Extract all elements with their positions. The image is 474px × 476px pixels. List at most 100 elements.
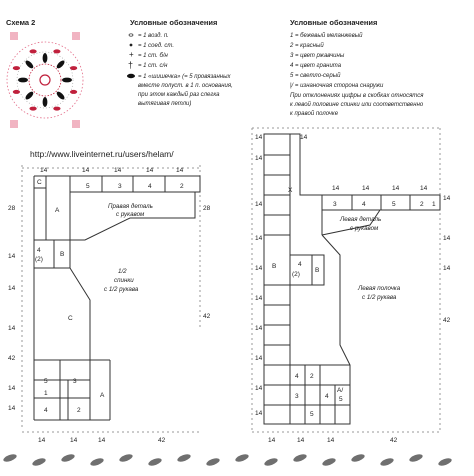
legend-left-item: вытягивая петли) (138, 101, 191, 107)
left-top-num: 14 (82, 167, 90, 174)
left-side-num: 14 (8, 385, 16, 392)
motif-petal (25, 91, 34, 100)
left-bottom-cell: A (100, 392, 105, 399)
right-bottom-cell: 4 (295, 373, 299, 380)
right-center-label: с 1/2 рукава (362, 294, 397, 301)
left-side-num: 14 (8, 325, 16, 332)
legend-right: Условные обозначения 1 = бежевый меланже… (289, 18, 424, 117)
right-side-num: 14 (255, 201, 263, 208)
motif-center (39, 74, 51, 86)
right-bottom-num: 14 (297, 437, 305, 444)
left-cell-4-paren: (2) (35, 256, 43, 263)
right-side-num: 14 (255, 295, 263, 302)
left-right-num: 28 (203, 205, 211, 212)
left-cell-c-mid: C (68, 315, 73, 322)
footprint-mark (409, 454, 423, 462)
legend-left-item: вместе полуст. в 1 п. основания, (138, 83, 233, 89)
source-url: http://www.liveinternet.ru/users/helam/ (30, 149, 174, 159)
motif-petal (25, 60, 34, 69)
legend-right-item: к правой полочке (290, 110, 339, 117)
right-sleeve-cell: 4 (362, 201, 366, 208)
right-bottom-cell: 5 (339, 396, 343, 403)
right-cell-4: 4 (298, 261, 302, 268)
left-center-label: 1/2 (118, 268, 127, 275)
right-cell-b: B (272, 263, 276, 270)
right-right-num: 14 (443, 235, 451, 242)
motif-outer-petal (70, 66, 78, 71)
left-top-num: 14 (40, 167, 48, 174)
legend-left-item: при этом каждый раз слегка (138, 91, 220, 98)
footprint-mark (264, 458, 278, 466)
footprint-mark (90, 458, 104, 466)
left-bottom-cell: 5 (44, 378, 48, 385)
right-side-num: 14 (255, 155, 263, 162)
motif-outer-petal (12, 89, 20, 94)
legend-left-item: = 1 возд. п. (138, 33, 169, 39)
right-cell-b2: B (315, 267, 319, 274)
motif-outer-petal (53, 49, 61, 54)
footprint-mark (3, 454, 17, 462)
right-sleeve-cell: 2 (420, 201, 424, 208)
left-bottom-num: 42 (158, 437, 166, 444)
right-sleeve-label: Левая деталь (339, 216, 381, 223)
right-top-num: 14 (392, 185, 400, 192)
left-top-num: 14 (146, 167, 154, 174)
right-bottom-cell: 5 (310, 411, 314, 418)
left-bottom-cell: 2 (77, 407, 81, 414)
motif-outer-petal (53, 106, 61, 111)
motif-outer-petal (29, 49, 37, 54)
left-right-num: 42 (203, 313, 211, 320)
legend-right-item: 3 = цвет ржавчины (290, 53, 345, 59)
left-sleeve-cell: 3 (118, 183, 122, 190)
slip-stitch-icon (129, 43, 133, 47)
left-top-num: 14 (114, 167, 122, 174)
right-top-num: 14 (362, 185, 370, 192)
right-bottom-cell: A/ (337, 387, 343, 394)
left-cell-a: A (55, 207, 60, 214)
footprint-mark (322, 458, 336, 466)
right-side-num: 14 (255, 325, 263, 332)
right-bottom-cell: 2 (310, 373, 314, 380)
right-right-num: 42 (443, 317, 451, 324)
right-sleeve-cell: 1 (432, 201, 436, 208)
left-diagram-labels: 5 3 4 2 Правая деталь с рукавом C A 4 (2… (8, 167, 211, 444)
left-center-label: спинки (114, 277, 134, 284)
right-side-num: 14 (255, 385, 263, 392)
motif-outer-petal (29, 106, 37, 111)
footprint-mark (235, 454, 249, 462)
left-bottom-num: 14 (38, 437, 46, 444)
left-cell-4: 4 (37, 247, 41, 254)
footprint-mark (206, 458, 220, 466)
right-sleeve-label: с рукавом (350, 225, 379, 232)
footprint-mark (119, 454, 133, 462)
sc-symbol-icon: + (129, 50, 134, 59)
legend-right-title: Условные обозначения (290, 18, 377, 27)
footprint-mark (32, 458, 46, 466)
left-sleeve-cell: 4 (148, 183, 152, 190)
left-bottom-cell: 3 (73, 378, 77, 385)
motif-petal (56, 60, 65, 69)
footprint-mark (351, 454, 365, 462)
right-bottom-num: 14 (268, 437, 276, 444)
left-side-num: 28 (8, 205, 16, 212)
legend-right-item: 2 = красный (289, 42, 324, 49)
right-bottom-cell: 3 (295, 393, 299, 400)
footprint-mark (380, 458, 394, 466)
dc-symbol-icon: † (128, 60, 133, 70)
motif-petal (56, 91, 65, 100)
footprint-mark (438, 458, 452, 466)
footprint-mark (148, 458, 162, 466)
motif-outer-petal (70, 89, 78, 94)
right-side-num: 14 (255, 410, 263, 417)
decorative-footprints (3, 454, 452, 466)
motif-outer-petal (12, 66, 20, 71)
left-cell-b: B (60, 251, 64, 258)
legend-right-item: При отклонениях цифры в скобках относятс… (290, 93, 424, 99)
left-bottom-cell: 4 (44, 407, 48, 414)
scheme-title: Схема 2 (6, 18, 35, 27)
footprint-mark (293, 454, 307, 462)
right-top-num: 14 (332, 185, 340, 192)
left-top-num: 14 (176, 167, 184, 174)
left-side-num: 14 (8, 405, 16, 412)
